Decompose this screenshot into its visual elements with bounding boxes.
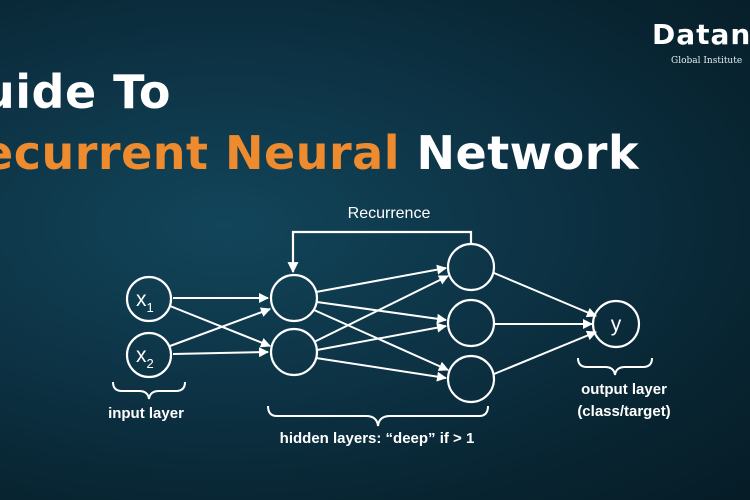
- input-layer-brace: [112, 381, 186, 400]
- hidden-node-1b: [269, 327, 319, 377]
- hidden-node-1a: [269, 273, 319, 323]
- connections: [169, 264, 597, 382]
- title-highlight: ecurrent Neural: [0, 126, 400, 180]
- edge-x2-h1a: [169, 307, 271, 347]
- hidden-layers-label: hidden layers: “deep” if > 1: [280, 430, 475, 447]
- recurrence-label: Recurrence: [348, 205, 431, 222]
- logo: Datan Global Institute: [650, 18, 750, 68]
- edge-x1-h1b: [169, 305, 271, 348]
- hidden-node-2a: [446, 242, 496, 292]
- title-line-2: ecurrent Neural Network: [0, 127, 639, 179]
- edge-h1a-h2a: [315, 264, 447, 293]
- edge-x2-h1b: [172, 347, 269, 358]
- input-layer-label: input layer: [108, 405, 184, 422]
- output-layer-brace: [577, 357, 653, 376]
- output-layer-sublabel: (class/target): [577, 403, 670, 420]
- input-node-x1-label: x1: [136, 288, 154, 315]
- edge-h1b-h2a: [313, 275, 449, 343]
- output-node-y: [591, 299, 641, 349]
- edge-h1b-h2b: [316, 322, 447, 351]
- input-node-x1: [125, 275, 173, 323]
- output-node-y-label: y: [611, 313, 622, 336]
- input-node-x2-label: x2: [136, 344, 154, 371]
- edge-h1a-h2c: [313, 309, 449, 371]
- logo-tagline: Global Institute: [671, 56, 743, 66]
- edge-h2c-y: [493, 330, 597, 375]
- title-rest: Network: [416, 126, 640, 180]
- title-line-1: uide To: [0, 65, 172, 119]
- input-node-x2: [125, 331, 173, 379]
- edge-h1b-h2c: [315, 357, 447, 382]
- recurrence-loop: [287, 230, 473, 274]
- hidden-node-2c: [446, 354, 496, 404]
- output-layer-label: output layer: [581, 381, 667, 398]
- edge-h2a-y: [493, 272, 597, 318]
- logo-wordmark: Datan: [652, 18, 750, 51]
- hidden-node-2b: [446, 298, 496, 348]
- edge-h1a-h2b: [316, 301, 447, 324]
- hidden-layers-brace: [267, 405, 489, 427]
